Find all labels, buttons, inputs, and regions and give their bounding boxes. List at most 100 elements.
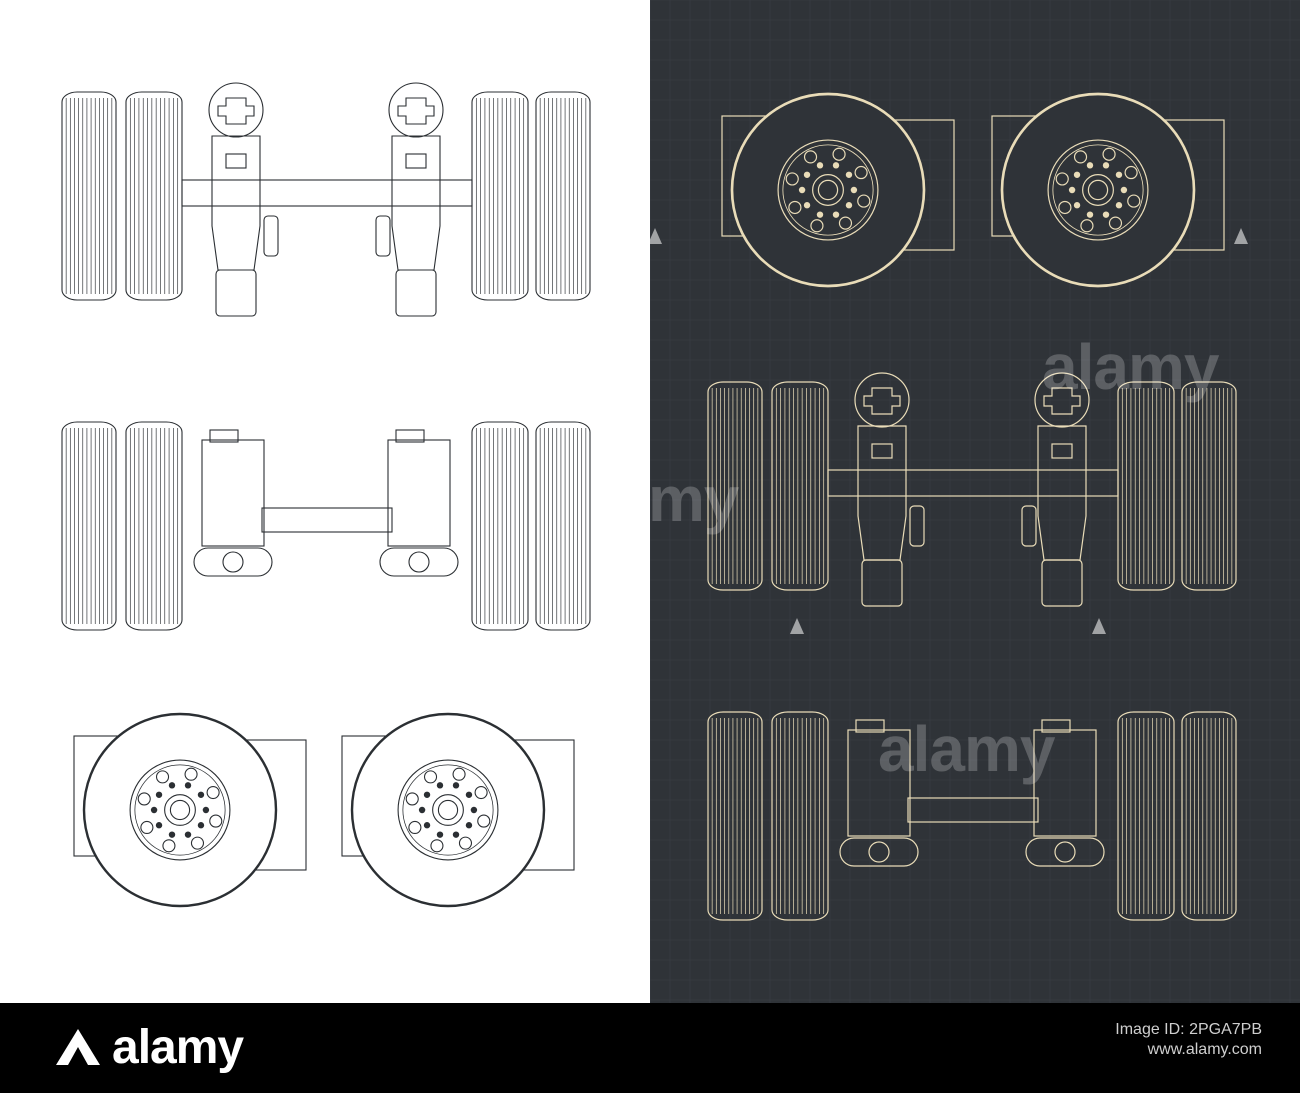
lug-bolt	[1086, 211, 1094, 218]
lug-bolt	[436, 782, 444, 789]
lug-bolt	[155, 791, 163, 798]
light-blueprint-panel	[0, 0, 650, 1003]
left-brake-unit	[839, 719, 919, 867]
wheel-side	[991, 92, 1225, 288]
hub-center	[437, 799, 459, 821]
vent-hole	[1108, 216, 1123, 230]
tire	[1117, 381, 1175, 591]
tire	[125, 421, 183, 631]
lug-bolt	[465, 791, 473, 798]
tire-outline	[535, 91, 591, 301]
alamy-logo: alamy	[52, 1019, 244, 1075]
lug-bolt	[202, 806, 210, 814]
hub-nut	[868, 841, 890, 863]
rim-outer	[1047, 139, 1149, 241]
vent-hole	[788, 200, 802, 215]
vent-hole	[1073, 150, 1088, 164]
hub-cap	[839, 837, 919, 867]
watermark-partial: my	[648, 463, 739, 535]
tire-outline	[707, 381, 763, 591]
lug-bolt	[423, 791, 431, 798]
watermark-alamy: alamy	[1042, 331, 1219, 403]
strut-pivot	[208, 82, 264, 138]
strut-bracket	[225, 153, 247, 169]
lug-bolt	[803, 202, 811, 209]
lug-bolt	[803, 171, 811, 178]
lug-bolt	[1102, 211, 1110, 218]
strut-bracket	[1051, 443, 1073, 459]
housing-cap	[1041, 719, 1071, 733]
hub-cap	[1025, 837, 1105, 867]
hydraulic-actuator	[909, 505, 925, 547]
vent-hole	[1102, 147, 1116, 161]
tire-outline	[707, 711, 763, 921]
tire	[771, 381, 829, 591]
lug-bolt	[470, 806, 478, 814]
tire	[535, 91, 591, 301]
lug-bolt	[168, 782, 176, 789]
right-brake-unit	[379, 429, 459, 577]
tire-outline	[125, 421, 183, 631]
watermark-triangle-icon	[1092, 618, 1106, 634]
tire	[535, 421, 591, 631]
logo-text: alamy	[112, 1020, 244, 1074]
vent-hole	[1124, 165, 1138, 180]
tire-circle	[730, 92, 926, 288]
vent-hole	[408, 820, 422, 835]
axle-beam	[181, 179, 473, 207]
housing-cap	[395, 429, 425, 443]
lug-bolt	[1086, 162, 1094, 169]
vent-hole	[477, 814, 491, 828]
tire	[125, 91, 183, 301]
hub-nut	[1054, 841, 1076, 863]
watermark-triangle-icon	[648, 228, 662, 244]
lug-bolt	[798, 186, 806, 194]
lug-bolt	[1068, 186, 1076, 194]
wheel-side	[73, 712, 307, 908]
axle-beam	[827, 469, 1119, 497]
left-strut	[854, 372, 925, 607]
rim-outer	[129, 759, 231, 861]
vent-hole	[137, 792, 151, 806]
lug-bolt	[816, 162, 824, 169]
strut-foot	[1041, 559, 1083, 607]
alamy-mark-icon	[56, 1029, 100, 1065]
vent-hole	[155, 770, 170, 784]
hub-cap	[379, 547, 459, 577]
strut-bracket	[871, 443, 893, 459]
strut-foot	[215, 269, 257, 317]
tire-outline	[771, 711, 829, 921]
tire-outline	[1181, 711, 1237, 921]
right-strut	[375, 82, 444, 317]
landing-gear-rear-view	[61, 421, 591, 631]
strut-pivot	[1034, 372, 1090, 428]
tire-circle	[82, 712, 278, 908]
dark-drawings-canvas	[650, 0, 1300, 1003]
left-brake-unit	[193, 429, 273, 577]
tire-outline	[61, 91, 117, 301]
strut-foot	[395, 269, 437, 317]
hub-center	[1087, 179, 1109, 201]
pivot-cross	[397, 97, 435, 125]
strut-body	[211, 135, 261, 271]
image-id: Image ID: 2PGA7PB	[1115, 1021, 1262, 1038]
tire-outline	[471, 421, 529, 631]
hydraulic-actuator	[263, 215, 279, 257]
lug-bolt	[1120, 186, 1128, 194]
vent-hole	[452, 767, 466, 781]
wheel-side	[341, 712, 575, 908]
vent-hole	[405, 792, 419, 806]
lug-bolt	[850, 186, 858, 194]
hub-center	[169, 799, 191, 821]
tire-circle	[1000, 92, 1196, 288]
rim-inner	[134, 764, 226, 856]
hub-center	[817, 179, 839, 201]
brake-housing	[847, 729, 911, 837]
axle-beam	[261, 507, 393, 533]
lug-bolt	[1073, 202, 1081, 209]
pivot-cross	[1043, 387, 1081, 415]
hub-nut	[408, 551, 430, 573]
tire	[471, 91, 529, 301]
right-strut	[1021, 372, 1090, 607]
vent-hole	[838, 216, 853, 230]
